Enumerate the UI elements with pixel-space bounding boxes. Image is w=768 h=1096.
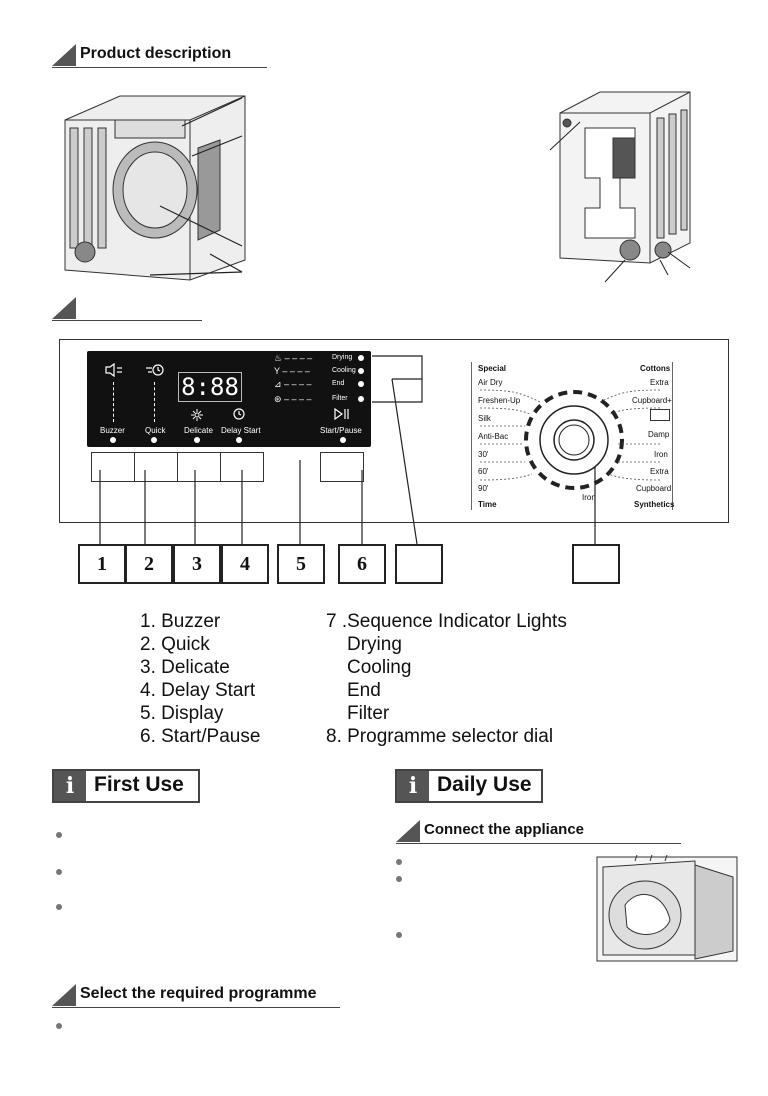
section-title: Connect the appliance bbox=[424, 821, 585, 838]
delay-start-icon bbox=[233, 408, 245, 420]
legend-item: 8. Programme selector dial bbox=[326, 726, 554, 747]
dial-time: Time bbox=[478, 500, 497, 509]
start-pause-button[interactable] bbox=[320, 452, 364, 482]
bullet bbox=[56, 1023, 62, 1029]
bullet bbox=[396, 932, 402, 938]
triangle-icon bbox=[396, 820, 420, 842]
section-select-programme: Select the required programme bbox=[52, 984, 340, 1008]
buzzer-button[interactable] bbox=[91, 452, 135, 482]
legend-item: Filter bbox=[347, 703, 390, 724]
section-control-panel bbox=[52, 297, 202, 321]
dial-extra-1: Extra bbox=[650, 378, 669, 387]
label-quick: Quick bbox=[145, 426, 166, 435]
led-start-pause bbox=[340, 437, 346, 443]
legend-item: 5. Display bbox=[140, 703, 224, 724]
dial-extra-2: Extra bbox=[650, 467, 669, 476]
dryer-rear-illustration bbox=[559, 91, 691, 264]
first-use-header: i First Use bbox=[52, 769, 200, 803]
legend-item: Cooling bbox=[347, 657, 412, 678]
triangle-icon bbox=[52, 297, 76, 319]
dial-synthetics: Synthetics bbox=[634, 500, 675, 509]
dial-cottons: Cottons bbox=[640, 364, 671, 373]
info-icon: i bbox=[397, 771, 429, 801]
dial-anti-bac: Anti-Bac bbox=[478, 432, 509, 441]
dial-air-dry: Air Dry bbox=[478, 378, 503, 387]
dial-bottom-iron: Iron bbox=[582, 493, 596, 502]
led-delay-start bbox=[236, 437, 242, 443]
dial-blank-arrow bbox=[650, 409, 670, 421]
callout-1: 1 bbox=[78, 544, 126, 584]
quick-icon bbox=[146, 364, 164, 376]
bullet bbox=[56, 869, 62, 875]
quick-button[interactable] bbox=[134, 452, 178, 482]
callout-6: 6 bbox=[338, 544, 386, 584]
callout-2: 2 bbox=[125, 544, 173, 584]
callout-4: 4 bbox=[221, 544, 269, 584]
dryer-door-open-illustration bbox=[596, 855, 738, 962]
section-title: Product description bbox=[80, 45, 232, 62]
dial-cupboard: Cupboard bbox=[636, 484, 672, 493]
section-connect-appliance: Connect the appliance bbox=[396, 820, 681, 844]
legend-item: End bbox=[347, 680, 381, 701]
label-start-pause: Start/Pause bbox=[320, 426, 362, 435]
rear-callout-lines bbox=[549, 121, 691, 283]
control-panel bbox=[59, 339, 729, 523]
start-pause-icon bbox=[334, 408, 349, 420]
triangle-icon bbox=[52, 44, 76, 66]
dial-frame bbox=[471, 362, 673, 510]
indicator-bracket bbox=[372, 355, 423, 545]
dial-freshen-up: Freshen-Up bbox=[478, 396, 521, 405]
callout-lines bbox=[99, 460, 596, 544]
label-delicate: Delicate bbox=[184, 426, 213, 435]
delicate-icon bbox=[191, 409, 203, 421]
label-buzzer: Buzzer bbox=[100, 426, 125, 435]
bullet bbox=[56, 832, 62, 838]
dial-damp: Damp bbox=[648, 430, 670, 439]
legend-title: 7 .Sequence Indicator Lights bbox=[326, 611, 567, 632]
dial-90: 90' bbox=[478, 484, 489, 493]
triangle-icon bbox=[52, 984, 76, 1006]
legend-item: 3. Delicate bbox=[140, 657, 230, 678]
bullet bbox=[56, 904, 62, 910]
daily-use-title: Daily Use bbox=[437, 773, 532, 796]
display-area bbox=[87, 351, 371, 447]
dial-iron: Iron bbox=[654, 450, 668, 459]
dial-60: 60' bbox=[478, 467, 489, 476]
led-buzzer bbox=[110, 437, 116, 443]
led-delicate bbox=[194, 437, 200, 443]
callout-3: 3 bbox=[173, 544, 221, 584]
dial-leader-lines bbox=[479, 389, 661, 481]
legend-left: 1. Buzzer 2. Quick 3. Delicate 4. Delay … bbox=[140, 610, 260, 748]
dial-special: Special bbox=[478, 364, 507, 373]
bullet bbox=[396, 859, 402, 865]
legend-item: 4. Delay Start bbox=[140, 680, 256, 701]
daily-use-header: i Daily Use bbox=[395, 769, 543, 803]
first-use-title: First Use bbox=[94, 773, 184, 796]
buzzer-icon bbox=[105, 362, 122, 378]
legend-item: 2. Quick bbox=[140, 634, 210, 655]
dial-silk: Silk bbox=[478, 414, 491, 423]
callout-7 bbox=[395, 544, 443, 584]
dial-cupboard-plus: Cupboard+ bbox=[632, 396, 672, 405]
legend-item: 6. Start/Pause bbox=[140, 726, 261, 747]
section-product-description: Product description bbox=[52, 44, 267, 68]
bullet bbox=[396, 876, 402, 882]
legend-right: 7 .Sequence Indicator Lights Drying Cool… bbox=[326, 610, 567, 748]
label-delay-start: Delay Start bbox=[221, 426, 261, 435]
legend-item: Drying bbox=[347, 634, 402, 655]
callout-5: 5 bbox=[277, 544, 325, 584]
digit-display: 8:88 bbox=[178, 372, 242, 402]
dial-30: 30' bbox=[478, 450, 489, 459]
delicate-button[interactable] bbox=[177, 452, 221, 482]
info-icon: i bbox=[54, 771, 86, 801]
section-title: Select the required programme bbox=[80, 985, 317, 1002]
callout-8 bbox=[572, 544, 620, 584]
legend-item: 1. Buzzer bbox=[140, 611, 221, 632]
front-callout-lines bbox=[150, 97, 243, 276]
led-quick bbox=[151, 437, 157, 443]
programme-dial[interactable] bbox=[519, 385, 629, 495]
